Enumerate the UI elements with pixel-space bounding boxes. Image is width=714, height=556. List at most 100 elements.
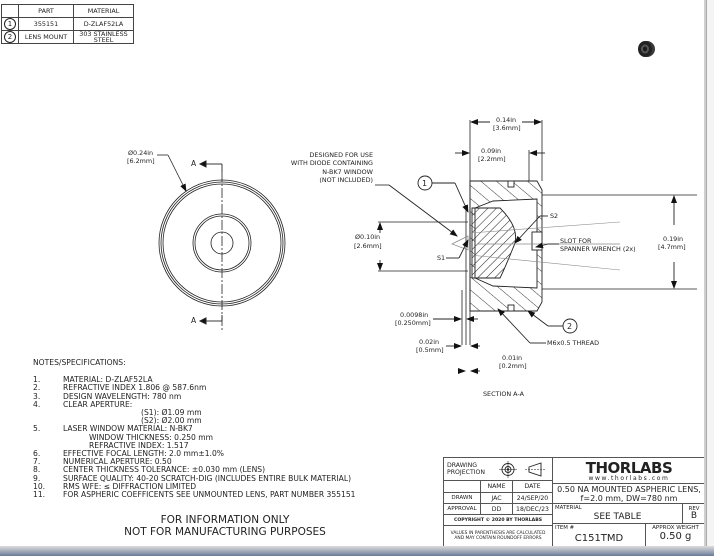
note-text: DESIGN WAVELENGTH: 780 nm [63,391,182,401]
note-item: 7. NUMERICAL APERTURE: 0.50 [33,458,356,466]
note-number: 7. [33,457,41,467]
thorlabs-logo: THORLABS [585,459,673,477]
bom-material: 303 STAINLESS STEEL [73,30,134,44]
weight-value: 0.50 g [659,531,692,542]
note-text: (S1): Ø1.09 mm [141,408,202,418]
note-number: 6. [33,449,41,459]
logo-cell: THORLABS www.thorlabs.com [553,458,705,484]
window-edge-right [706,0,714,546]
col-date-header: DATE [513,481,553,493]
note-item: 4.CLEAR APERTURE: [33,399,356,409]
balloon-2: 2 [567,322,573,331]
surface-s2-label: S2 [550,212,559,220]
thread-note: M6x0.5 THREAD [547,339,600,347]
material-value: SEE TABLE [593,512,642,522]
note-item: 10. RMS WFE: ≤ DIFFRACTION LIMITED [33,481,356,491]
window-edge-bottom [0,546,714,556]
note-text: NUMERICAL APERTURE: 0.50 [63,457,172,467]
approval-date: 18/DEC/23 [513,504,553,515]
height-dim-mm: [4.7mm] [658,243,686,251]
note-number: 3. [33,391,41,401]
note-text: WINDOW THICKNESS: 0.250 mm [89,432,214,442]
note-text: MATERIAL: D-ZLAF52LA [63,375,153,385]
overall-length-dim-mm: [3.6mm] [493,124,521,132]
note-number: 9. [33,473,41,483]
weight-cell: APPROX WEIGHT 0.50 g [646,524,705,547]
inner-length-dim: 0.09in [481,147,502,155]
front-view [157,154,286,330]
section-mark-bottom: A [191,316,197,325]
note-text: FOR ASPHERIC COEFFICENTS SEE UNMOUNTED L… [63,490,356,500]
note-text: CENTER THICKNESS TOLERANCE: ±0.030 mm (L… [63,465,266,475]
part-3d-thumbnail [638,41,655,57]
drawn-date: 24/SEP/20 [513,493,553,504]
description: 0.50 NA MOUNTED ASPHERIC LENS, f=2.0 mm,… [553,484,705,504]
title-block: DRAWING PROJECTION NAME DATE DRAWN JAC 2… [443,457,706,548]
front-diameter-dim-mm: [6.2mm] [127,157,155,165]
notes-list: 1. MATERIAL: D-ZLAF52LA 2. REFRACTIVE INDEX… [33,375,356,500]
window-callout: DESIGNED FOR USE WITH DIODE CONTAINING N… [290,151,373,185]
aperture-dim: Ø0.10in [355,233,381,241]
drawn-name: JAC [481,493,513,504]
notes-title: NOTES/SPECIFICATIONS: [33,358,126,367]
item-number: C151TMD [574,533,624,544]
window-thickness-dim-mm: [0.250mm] [395,319,431,327]
gap1-dim-mm: [0.5mm] [416,346,444,354]
note-number: 10. [33,481,46,491]
height-dim: 0.19in [663,235,684,243]
note-item: 2. REFRACTIVE INDEX 1.806 @ 587.6nm [33,384,356,392]
drawn-label: DRAWN [444,493,481,504]
note-text: REFRACTIVE INDEX: 1.517 [89,440,189,450]
note-item: (S2): Ø2.00 mm [33,417,356,425]
front-diameter-dim: Ø0.24in [128,149,154,157]
third-angle-projection-icon [499,461,545,478]
note-item: (S1): Ø1.09 mm [33,408,356,418]
approval-name: DD [481,504,513,515]
note-text: EFFECTIVE FOCAL LENGTH: 2.0 mm±1.0% [63,449,224,459]
bill-of-materials-table: PART MATERIAL 1 355151 D-ZLAF52LA 2 LENS… [1,4,134,44]
section-mark-top: A [191,159,197,168]
note-number: 8. [33,465,41,475]
note-number: 1. [33,375,41,385]
section-title: SECTION A-A [483,390,524,398]
note-item: 8. CENTER THICKNESS TOLERANCE: ±0.030 mm … [33,466,356,474]
note-text: REFRACTIVE INDEX 1.806 @ 587.6nm [63,383,207,393]
note-number [33,409,63,417]
item-balloon: 1 [4,18,16,30]
sheet-border-right [704,0,706,546]
col-name-header: NAME [481,481,513,493]
notes-specifications: NOTES/SPECIFICATIONS: 1. MATERIAL: D-ZLAF… [33,358,356,500]
rev-cell: REV B [683,504,705,524]
note-item: 3. DESIGN WAVELENGTH: 780 nm [33,391,356,401]
note-number [33,434,63,442]
gap2-dim-mm: [0.2mm] [499,362,527,370]
section-view [375,119,697,374]
copyright: COPYRIGHT © 2020 BY THORLABS [444,515,553,526]
slot-note-1: SLOT FOR [560,237,592,245]
note-item: 9. SURFACE QUALITY: 40-20 SCRATCH-DIG (IN… [33,473,356,483]
note-item: 5.LASER WINDOW MATERIAL: N-BK7 [33,425,356,433]
bom-header-row: PART MATERIAL [1,4,134,18]
material-cell: MATERIAL SEE TABLE [553,504,683,524]
window-thickness-dim: 0.0098in [400,311,429,319]
gap2-dim: 0.01in [502,354,523,362]
bom-row: 1 355151 D-ZLAF52LA [1,17,134,31]
note-item: WINDOW THICKNESS: 0.250 mm [33,432,356,442]
values-note: VALUES IN PARENTHESIS ARE CALCULATED AND… [444,526,553,547]
gap1-dim: 0.02in [419,338,440,346]
approval-label: APPROVAL [444,504,481,515]
bom-row: 2 LENS MOUNT 303 STAINLESS STEEL [1,30,134,44]
item-balloon: 2 [4,31,16,43]
note-text: LASER WINDOW MATERIAL: N-BK7 [63,424,193,434]
note-text: RMS WFE: ≤ DIFFRACTION LIMITED [63,481,197,491]
note-text: SURFACE QUALITY: 40-20 SCRATCH-DIG (INCL… [63,473,352,483]
rev-value: B [690,511,698,521]
note-number: 11. [33,490,46,500]
item-cell: ITEM # C151TMD [553,524,646,547]
inner-length-dim-mm: [2.2mm] [478,155,506,163]
note-number: 2. [33,383,41,393]
surface-s1-label: S1 [437,254,446,262]
note-number: 4. [33,399,41,409]
